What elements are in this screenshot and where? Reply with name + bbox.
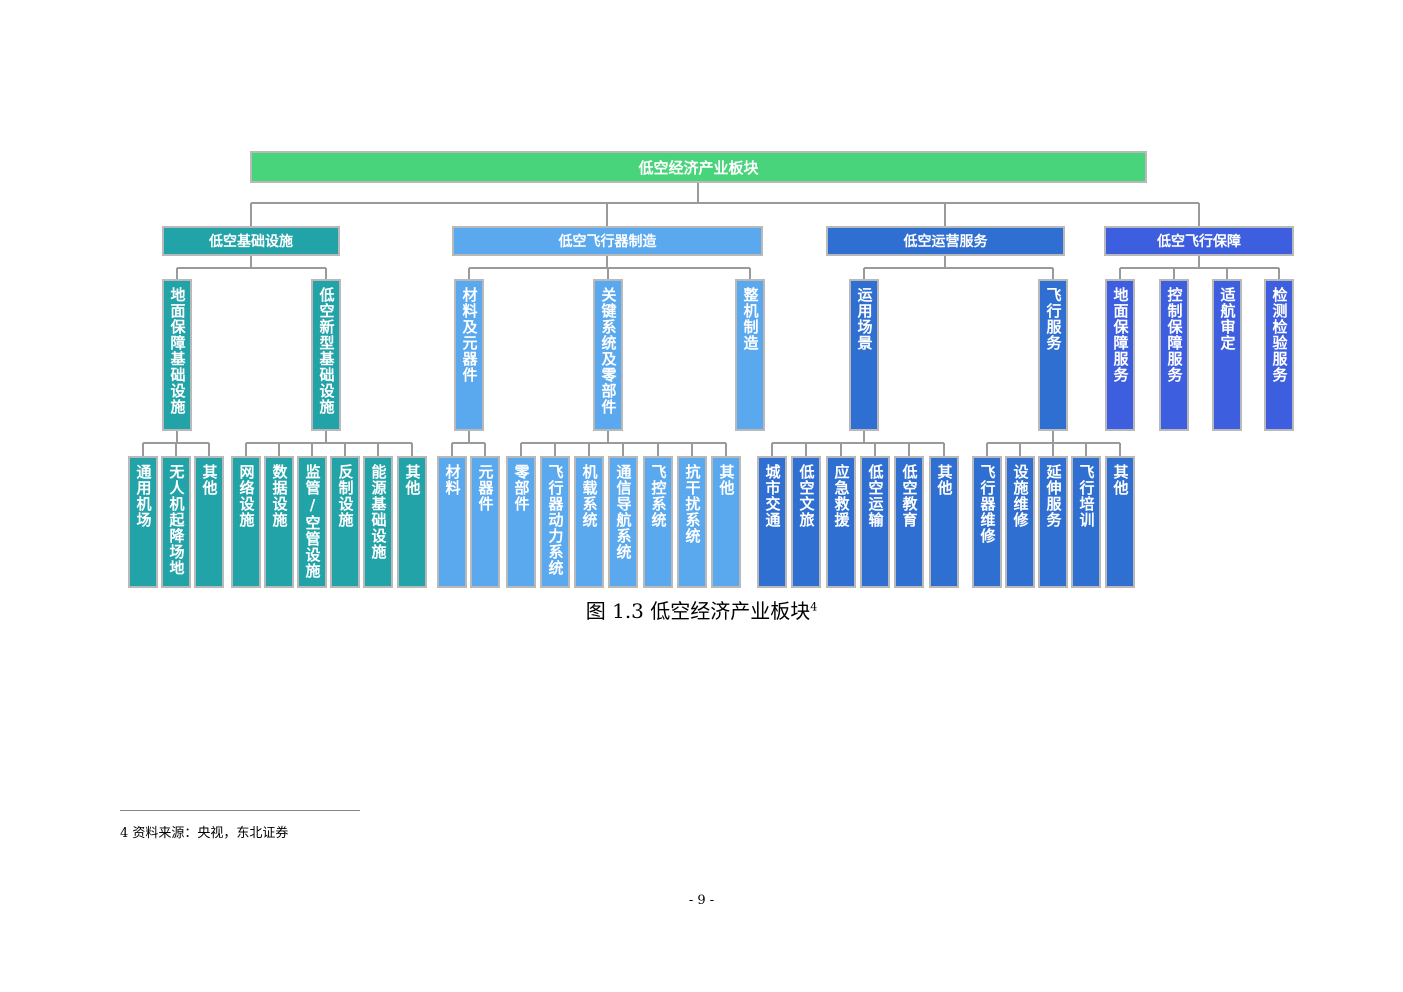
sector-support: 低空飞行保障 [1104, 226, 1294, 256]
sector-infrastructure: 低空基础设施 [162, 226, 340, 256]
leaf-facility-repair: 设施维修 [1005, 456, 1035, 588]
leaf-other: 其他 [711, 456, 741, 588]
leaf-comm-nav: 通信导航系统 [608, 456, 638, 588]
sector-operations: 低空运营服务 [826, 226, 1065, 256]
sub-inspection: 检测检验服务 [1264, 279, 1294, 431]
sector-manufacturing: 低空飞行器制造 [452, 226, 763, 256]
leaf-anti-jamming: 抗干扰系统 [677, 456, 707, 588]
leaf-flight-control: 飞控系统 [643, 456, 673, 588]
leaf-countermeasure: 反制设施 [330, 456, 360, 588]
leaf-air-traffic: 监管/空管设施 [297, 456, 327, 588]
leaf-other: 其他 [1105, 456, 1135, 588]
leaf-flight-training: 飞行培训 [1071, 456, 1101, 588]
leaf-tourism: 低空文旅 [791, 456, 821, 588]
figure-caption: 图 1.3 低空经济产业板块4 [585, 599, 818, 623]
leaf-other: 其他 [194, 456, 224, 588]
leaf-logistics: 低空运输 [860, 456, 890, 588]
leaf-emergency: 应急救援 [826, 456, 856, 588]
leaf-aircraft-repair: 飞行器维修 [972, 456, 1002, 588]
leaf-parts: 零部件 [506, 456, 536, 588]
footnote: 4 资料来源：央视，东北证券 [120, 826, 289, 841]
leaf-materials: 材料 [437, 456, 467, 588]
sub-new-infrastructure: 低空新型基础设施 [311, 279, 341, 431]
leaf-propulsion: 飞行器动力系统 [540, 456, 570, 588]
leaf-data: 数据设施 [264, 456, 294, 588]
leaf-components: 元器件 [470, 456, 500, 588]
root-node: 低空经济产业板块 [250, 151, 1147, 183]
sub-materials: 材料及元器件 [454, 279, 484, 431]
sub-ground-infrastructure: 地面保障基础设施 [162, 279, 192, 431]
footnote-rule [120, 810, 360, 811]
page-number: - 9 - [688, 893, 715, 908]
sub-control-support: 控制保障服务 [1159, 279, 1189, 431]
leaf-education: 低空教育 [894, 456, 924, 588]
sub-scenarios: 运用场景 [849, 279, 879, 431]
sub-whole-aircraft: 整机制造 [735, 279, 765, 431]
leaf-other: 其他 [397, 456, 427, 588]
leaf-network: 网络设施 [231, 456, 261, 588]
leaf-urban-transport: 城市交通 [757, 456, 787, 588]
sub-flight-services: 飞行服务 [1038, 279, 1068, 431]
leaf-general-airport: 通用机场 [128, 456, 158, 588]
sub-key-systems: 关键系统及零部件 [593, 279, 623, 431]
sub-airworthiness: 适航审定 [1212, 279, 1242, 431]
leaf-energy: 能源基础设施 [363, 456, 393, 588]
leaf-other: 其他 [929, 456, 959, 588]
leaf-extended-services: 延伸服务 [1038, 456, 1068, 588]
sub-ground-support: 地面保障服务 [1105, 279, 1135, 431]
leaf-drone-site: 无人机起降场地 [161, 456, 191, 588]
leaf-avionics: 机载系统 [574, 456, 604, 588]
